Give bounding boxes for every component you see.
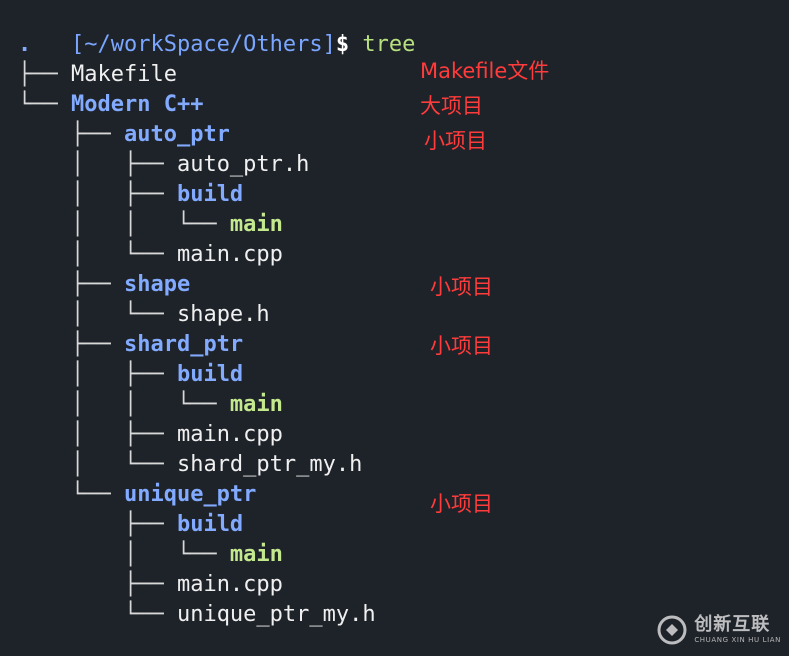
tree-item-file: main.cpp <box>176 422 283 447</box>
tree-guide: │ └── <box>18 302 177 327</box>
prompt-command: tree <box>362 32 416 57</box>
tree-guide: │ │ └── <box>18 212 230 237</box>
tree-item-dir: unique_ptr <box>123 482 257 507</box>
tree-line: │ │ └── main <box>18 390 283 420</box>
annotation-small-project: 小项目 <box>430 334 493 358</box>
tree-line: └── unique_ptr_my.h <box>18 600 376 630</box>
tree-item-file: auto_ptr.h <box>176 152 310 177</box>
tree-line: └── Modern C++ <box>18 90 203 120</box>
prompt-path: [~/workSpace/Others] <box>70 32 336 57</box>
tree-item-file: main.cpp <box>176 572 283 597</box>
tree-item-file: Makefile <box>70 62 177 87</box>
tree-line: ├── build <box>18 510 243 540</box>
prompt-symbol: $ <box>335 32 350 57</box>
tree-item-executable: main <box>229 542 283 567</box>
tree-item-dir: build <box>176 182 244 207</box>
tree-guide: │ └── <box>18 452 177 477</box>
tree-line-root: . <box>18 30 31 60</box>
tree-item-file: main.cpp <box>176 242 283 267</box>
tree-guide: ├── <box>18 122 124 147</box>
tree-line: │ ├── build <box>18 360 243 390</box>
tree-item-file: shape.h <box>176 302 270 327</box>
tree-item-dir: Modern C++ <box>70 92 204 117</box>
tree-line: ├── shape <box>18 270 190 300</box>
annotation-makefile: Makefile文件 <box>420 59 550 83</box>
tree-guide: ├── <box>18 572 177 597</box>
tree-root-dot: . <box>18 32 32 57</box>
tree-line: │ └── main.cpp <box>18 240 283 270</box>
annotation-small-project: 小项目 <box>424 129 487 153</box>
tree-line: ├── auto_ptr <box>18 120 230 150</box>
tree-item-executable: main <box>229 212 283 237</box>
tree-item-executable: main <box>229 392 283 417</box>
tree-guide: └── <box>18 92 71 117</box>
annotation-small-project: 小项目 <box>430 275 493 299</box>
watermark-title: 创新互联 <box>694 614 771 635</box>
tree-guide: ├── <box>18 512 177 537</box>
tree-line: ├── shard_ptr <box>18 330 243 360</box>
tree-line: │ │ └── main <box>18 210 283 240</box>
tree-guide: │ ├── <box>18 422 177 447</box>
tree-guide: │ ├── <box>18 152 177 177</box>
tree-guide: │ ├── <box>18 362 177 387</box>
tree-item-dir: build <box>176 512 244 537</box>
tree-guide: │ └── <box>18 242 177 267</box>
annotation-big-project: 大项目 <box>420 94 483 118</box>
tree-guide: └── <box>18 602 177 627</box>
tree-line: └── unique_ptr <box>18 480 256 510</box>
tree-item-file: shard_ptr_my.h <box>176 452 363 477</box>
tree-line: │ └── main <box>18 540 283 570</box>
tree-line: │ ├── auto_ptr.h <box>18 150 309 180</box>
watermark-subtitle: CHUANG XIN HU LIAN <box>694 636 781 644</box>
tree-item-dir: auto_ptr <box>123 122 230 147</box>
annotation-small-project: 小项目 <box>430 492 493 516</box>
tree-guide: │ ├── <box>18 182 177 207</box>
tree-item-file: unique_ptr_my.h <box>176 602 376 627</box>
tree-item-dir: build <box>176 362 244 387</box>
tree-guide: ├── <box>18 62 71 87</box>
tree-guide: ├── <box>18 272 124 297</box>
tree-guide: ├── <box>18 332 124 357</box>
tree-line: │ └── shard_ptr_my.h <box>18 450 362 480</box>
tree-line: ├── Makefile <box>18 60 177 90</box>
tree-line: │ ├── build <box>18 180 243 210</box>
prompt-line: [~/workSpace/Others]$ tree <box>18 0 415 57</box>
tree-line: ├── main.cpp <box>18 570 283 600</box>
watermark: 创新互联 CHUANG XIN HU LIAN <box>656 614 781 646</box>
tree-guide: │ │ └── <box>18 392 230 417</box>
tree-line: │ └── shape.h <box>18 300 270 330</box>
tree-guide: │ └── <box>18 542 230 567</box>
tree-line: │ ├── main.cpp <box>18 420 283 450</box>
tree-item-dir: shard_ptr <box>123 332 244 357</box>
watermark-logo-icon <box>657 615 687 645</box>
tree-item-dir: shape <box>123 272 191 297</box>
tree-guide: └── <box>18 482 124 507</box>
